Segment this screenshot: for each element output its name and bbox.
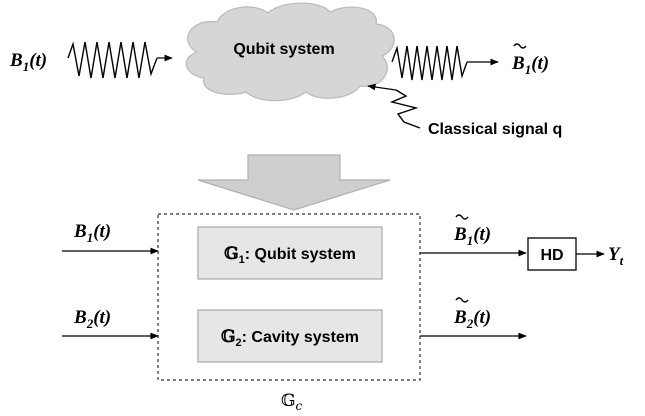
svg-text:𝔾c: 𝔾c <box>281 391 303 413</box>
output2-label: B2(t) <box>453 297 491 331</box>
input-wave <box>67 41 158 79</box>
hd-box <box>527 237 577 271</box>
svg-text:B1(t): B1(t) <box>511 53 549 77</box>
svg-text:B1(t): B1(t) <box>453 224 491 248</box>
svg-text:𝔾2: Cavity system: 𝔾2: Cavity system <box>221 327 359 349</box>
output-wave <box>391 45 468 81</box>
control-signal-arrow <box>367 83 397 91</box>
svg-text:B1(t): B1(t) <box>73 221 111 245</box>
control-signal-label: Classical signal q <box>428 121 562 138</box>
svg-text:Yt: Yt <box>608 244 624 268</box>
svg-text:B2(t): B2(t) <box>453 307 491 331</box>
qubit-system-box <box>197 226 383 280</box>
cavity-system-box-label: 𝔾2: Cavity system <box>221 327 359 349</box>
result-label: Yt <box>608 244 624 268</box>
transform-arrow <box>197 154 391 211</box>
svg-text:B1(t): B1(t) <box>9 50 47 74</box>
composite-system-border <box>157 213 421 381</box>
input1-label: B1(t) <box>73 221 111 245</box>
hd-label: HD <box>540 247 563 264</box>
input-label-top: B1(t) <box>9 50 47 74</box>
qubit-cloud <box>185 2 395 102</box>
composite-system-label: 𝔾c <box>281 391 303 413</box>
qubit-system-box-label: 𝔾1: Qubit system <box>224 244 356 266</box>
input2-label: B2(t) <box>73 307 111 331</box>
output1-label: B1(t) <box>453 214 491 248</box>
cloud-label: Qubit system <box>233 41 334 58</box>
cavity-system-box <box>197 309 383 363</box>
control-signal-wave <box>389 89 421 129</box>
svg-text:B2(t): B2(t) <box>73 307 111 331</box>
svg-text:𝔾1: Qubit system: 𝔾1: Qubit system <box>224 244 356 266</box>
output-label-top: B1(t) <box>511 43 549 77</box>
